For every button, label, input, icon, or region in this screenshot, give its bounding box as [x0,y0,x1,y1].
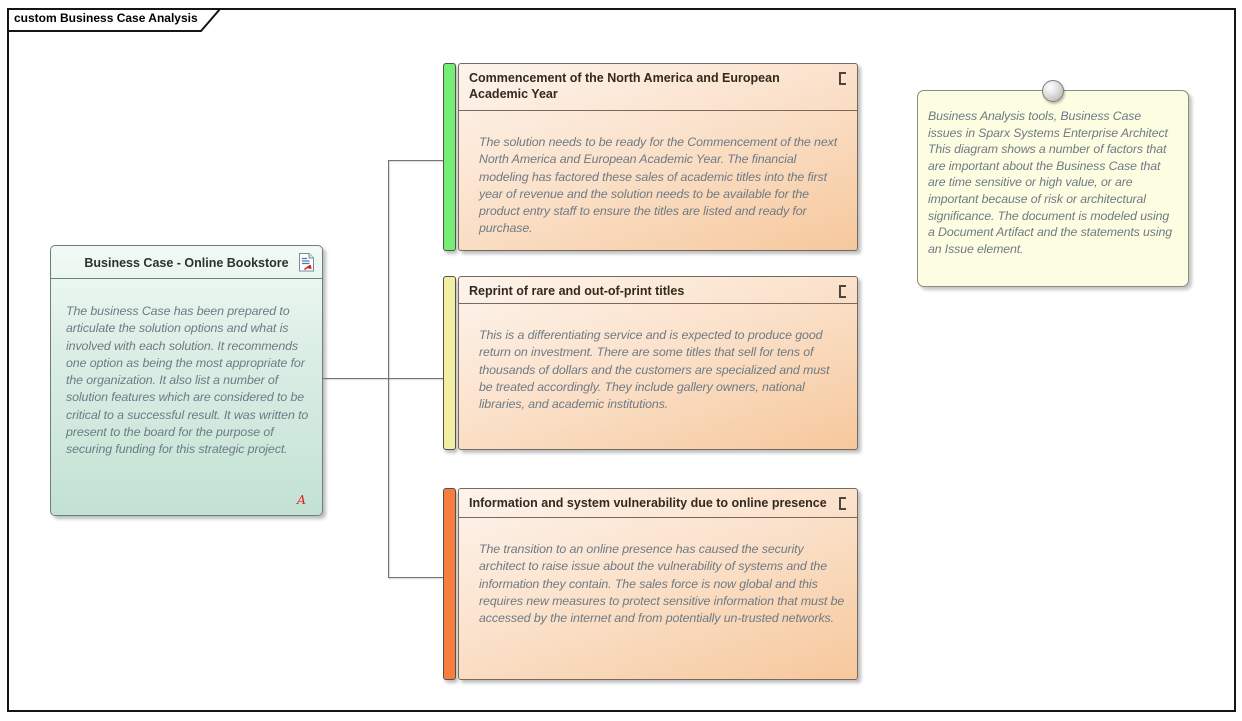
document-artifact-icon [299,253,314,272]
note-body: This diagram shows a number of factors t… [928,142,1172,256]
issue-reprint-title: Reprint of rare and out-of-print titles [469,284,685,298]
issue-vulnerability-element[interactable]: Information and system vulnerability due… [458,488,858,680]
issue-vulnerability-title: Information and system vulnerability due… [469,496,827,510]
issue-icon [839,72,846,85]
issue-reprint-strip[interactable] [443,276,456,450]
issue-icon [839,497,846,510]
issue-academic-year-element[interactable]: Commencement of the North America and Eu… [458,63,858,251]
issue-vulnerability-strip[interactable] [443,488,456,680]
issue-vulnerability-header: Information and system vulnerability due… [459,489,857,518]
connector-trunk[interactable] [388,160,389,578]
issue-icon [839,285,846,298]
issue-academic-year-strip[interactable] [443,63,456,251]
sphere-icon [1042,80,1064,102]
linked-document-marker: A [296,492,306,507]
issue-vulnerability-description: The transition to an online presence has… [479,542,845,626]
issue-reprint-element[interactable]: Reprint of rare and out-of-print titles … [458,276,858,450]
issue-academic-year-title: Commencement of the North America and Eu… [469,71,780,101]
business-case-description: The business Case has been prepared to a… [66,304,309,457]
diagram-tab-label: custom Business Case Analysis [14,11,198,25]
business-case-header: Business Case - Online Bookstore [51,246,322,279]
diagram-frame [7,8,1236,712]
note-element[interactable]: Business Analysis tools, Business Case i… [917,80,1189,287]
diagram-tab [7,8,223,32]
business-case-title: Business Case - Online Bookstore [84,256,289,270]
connector-to-issue-reprint[interactable] [323,378,444,379]
connector-to-issue-vulnerability[interactable] [388,577,444,578]
issue-academic-year-description: The solution needs to be ready for the C… [479,135,838,236]
issue-reprint-header: Reprint of rare and out-of-print titles [459,277,857,304]
issue-reprint-description: This is a differentiating service and is… [479,328,830,412]
business-case-element[interactable]: Business Case - Online Bookstore The bus… [50,245,323,516]
issue-academic-year-header: Commencement of the North America and Eu… [459,64,857,111]
note-heading: Business Analysis tools, Business Case i… [928,109,1168,140]
connector-to-issue-academic-year[interactable] [388,160,444,161]
